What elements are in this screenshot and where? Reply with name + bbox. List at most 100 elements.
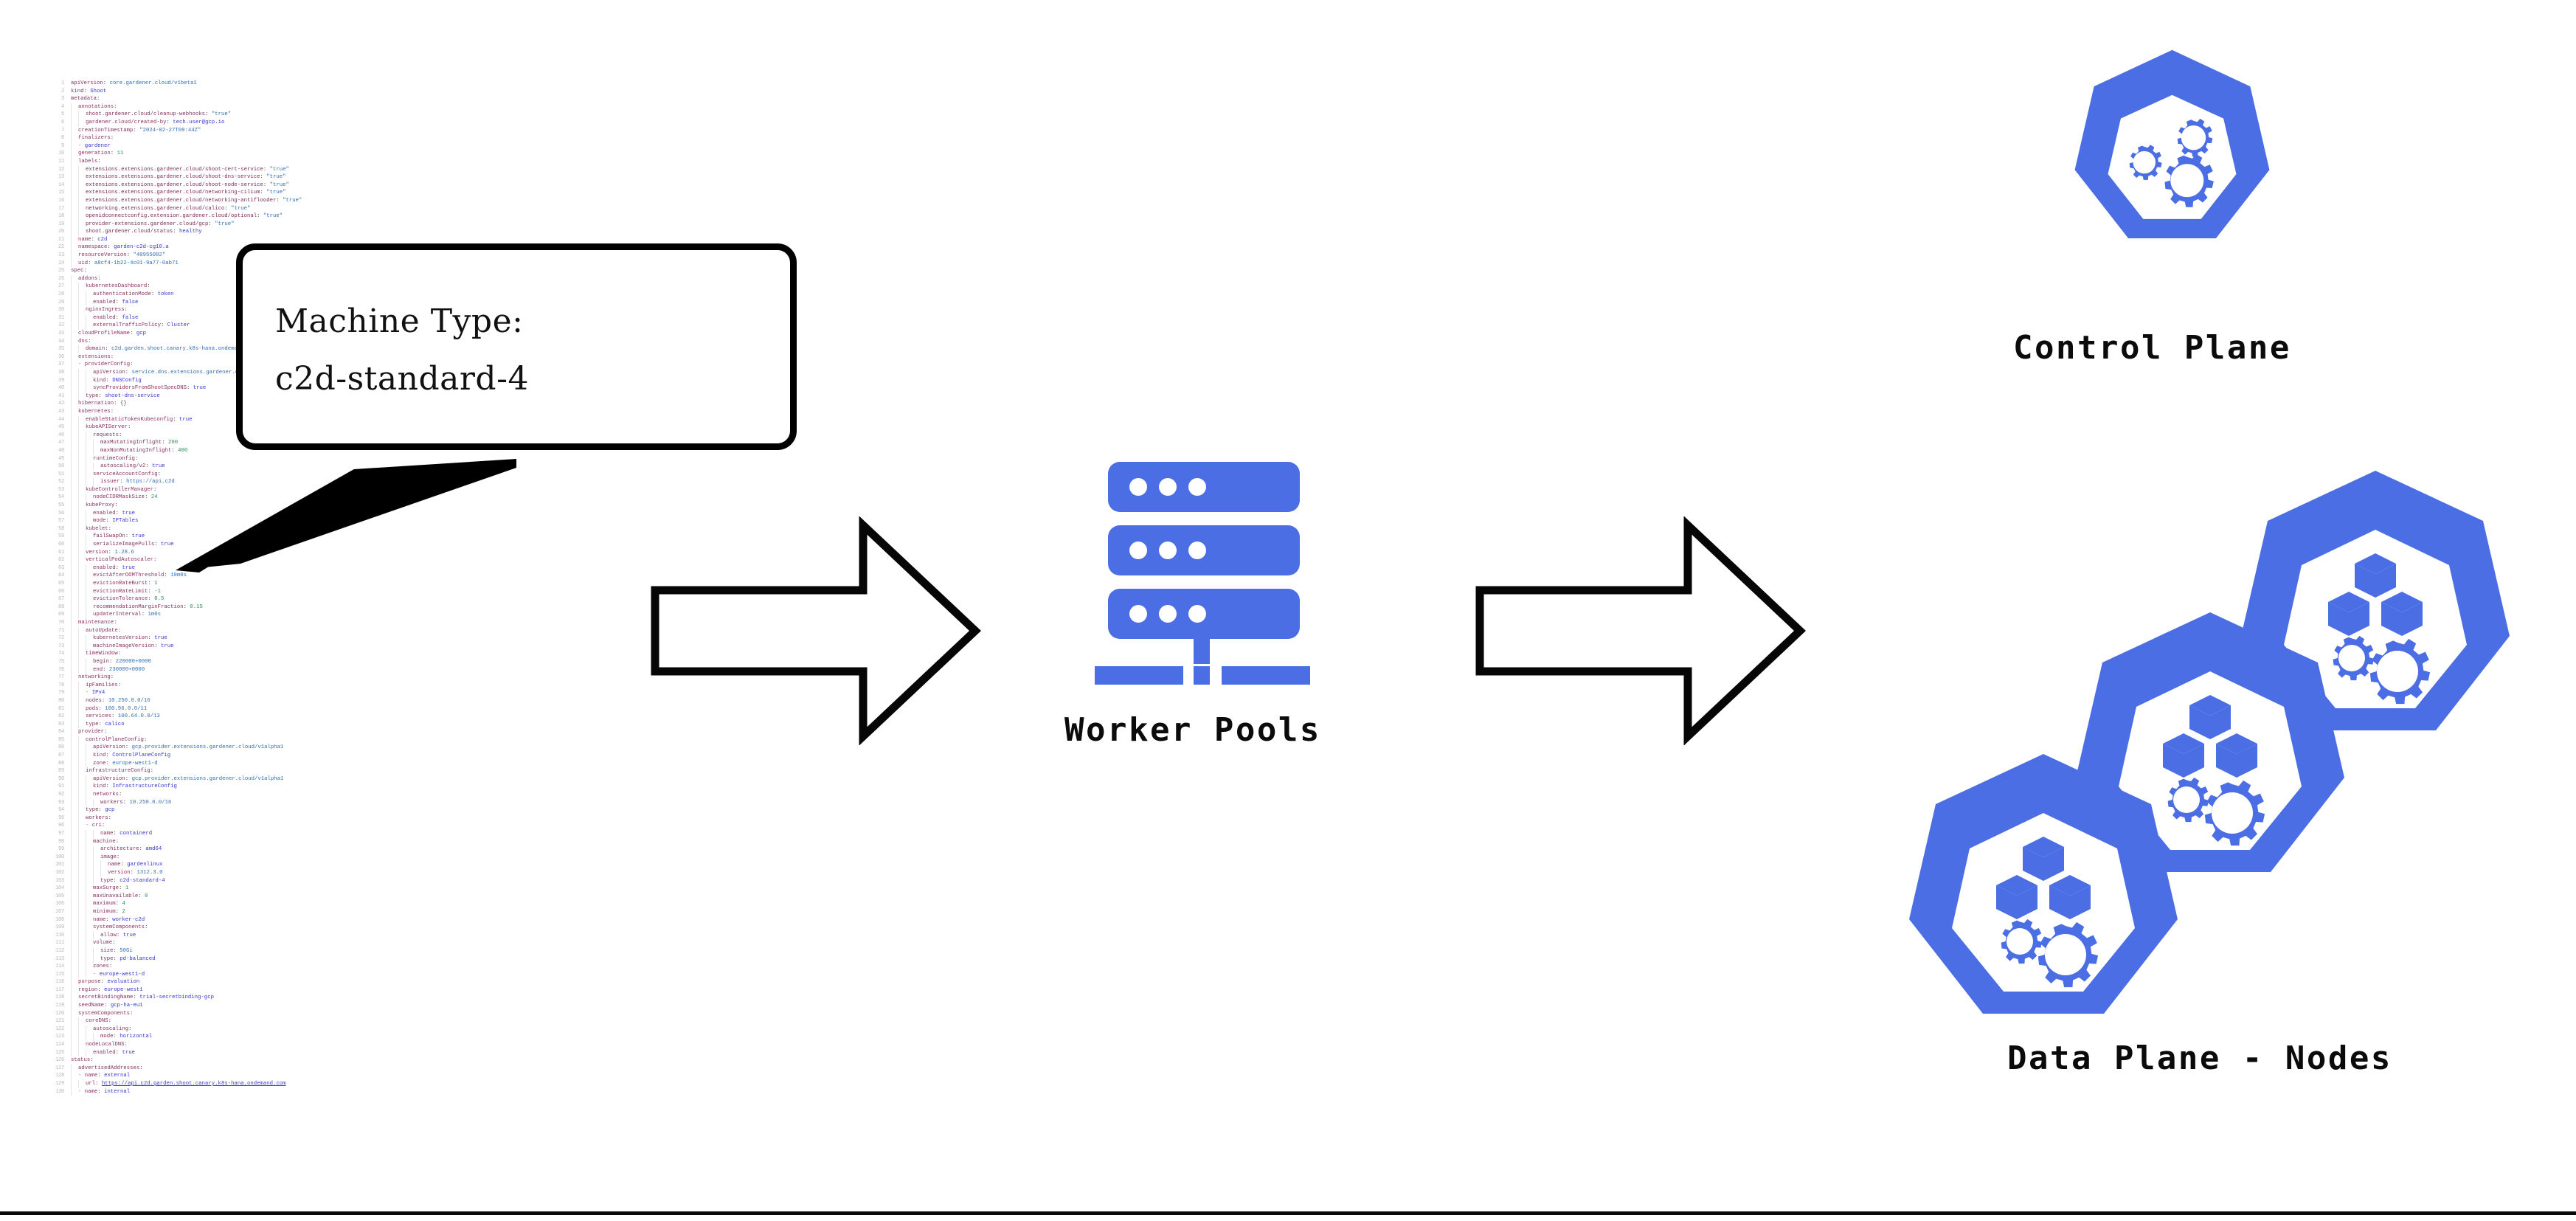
indent-guide: [78, 587, 79, 596]
code-text: evictionTolerance: 0.5: [71, 595, 361, 603]
line-number: 65: [58, 581, 64, 587]
indent-guide: [71, 252, 72, 260]
indent-guide: [78, 548, 79, 557]
line-number: 49: [58, 455, 64, 462]
line-number: 9: [60, 142, 64, 149]
indent-guide: [71, 494, 72, 502]
indent-guide: [71, 533, 72, 542]
code-text: evictionRateLimit: -1: [71, 587, 361, 596]
indent-guide: [71, 1041, 72, 1049]
code-text: uid: a8cf4-1b22-4c01-9a77-0ab71: [71, 259, 361, 268]
code-text: labels:: [71, 157, 361, 166]
line-number: 23: [58, 252, 64, 259]
indent-guide: [78, 744, 79, 753]
indent-guide: [71, 907, 72, 916]
code-text: - name: internal: [71, 1087, 361, 1096]
indent-guide: [78, 541, 79, 549]
code-text: generation: 11: [71, 150, 361, 158]
code-text: updaterInterval: 1m0s: [71, 611, 361, 619]
indent-guide: [71, 111, 72, 119]
line-number: 77: [58, 674, 64, 681]
line-number: 95: [58, 814, 64, 821]
indent-guide: [71, 986, 72, 995]
code-text: provider-extensions.gardener.cloud/gcp: …: [71, 220, 361, 229]
line-number: 96: [58, 823, 64, 829]
code-text: maintenance:: [71, 618, 361, 627]
code-line: 37- providerConfig:: [52, 361, 361, 369]
line-number: 100: [55, 854, 64, 860]
indent-guide: [78, 431, 79, 440]
code-text: workers:: [71, 814, 361, 823]
code-text: name: worker-c2d: [71, 916, 361, 924]
indent-guide: [71, 626, 72, 635]
indent-guide: [71, 291, 72, 299]
line-number: 15: [58, 190, 64, 196]
line-number: 5: [60, 111, 64, 118]
indent-guide: [78, 517, 79, 525]
indent-guide: [71, 556, 72, 564]
line-number: 128: [55, 1073, 64, 1079]
line-number: 53: [58, 486, 64, 493]
code-line: 9- gardener: [52, 142, 361, 151]
indent-guide: [71, 564, 72, 573]
indent-guide: [71, 767, 72, 775]
line-number: 37: [58, 362, 64, 368]
code-text: timeWindow:: [71, 650, 361, 658]
indent-guide: [93, 798, 94, 807]
indent-guide: [71, 298, 72, 307]
indent-guide: [71, 446, 72, 455]
indent-guide: [78, 736, 79, 744]
indent-guide: [78, 533, 79, 542]
indent-guide: [71, 150, 72, 158]
indent-guide: [78, 713, 79, 721]
line-number: 79: [58, 690, 64, 696]
indent-guide: [71, 587, 72, 596]
code-text: extensions.extensions.gardener.cloud/sho…: [71, 173, 361, 181]
indent-guide: [78, 907, 79, 916]
indent-guide: [78, 1033, 79, 1042]
code-line: 108 name: worker-c2d: [52, 916, 361, 924]
code-text: autoscaling:: [71, 1025, 361, 1034]
line-number: 91: [58, 784, 64, 790]
indent-guide: [93, 845, 94, 854]
control-plane-label: Control Plane: [2013, 329, 2291, 367]
indent-guide: [78, 228, 79, 236]
line-number: 27: [58, 283, 64, 290]
indent-guide: [78, 580, 79, 588]
indent-guide: [78, 657, 79, 666]
indent-guide: [71, 376, 72, 385]
line-number: 116: [55, 979, 64, 986]
indent-guide: [78, 924, 79, 932]
indent-guide: [71, 353, 72, 362]
indent-guide: [71, 900, 72, 908]
indent-guide: [78, 963, 79, 971]
code-text: type: pd-balanced: [71, 955, 361, 964]
indent-guide: [78, 885, 79, 893]
indent-guide: [71, 1002, 72, 1010]
flow-arrow-1: [651, 516, 981, 745]
line-number: 108: [55, 916, 64, 923]
code-text: image:: [71, 853, 361, 862]
indent-guide: [71, 1017, 72, 1025]
indent-guide: [71, 650, 72, 658]
code-text: begin: 220000+0000: [71, 657, 361, 666]
line-number: 125: [55, 1049, 64, 1056]
machine-type-callout[interactable]: Machine Type: c2d-standard-4: [236, 243, 797, 450]
